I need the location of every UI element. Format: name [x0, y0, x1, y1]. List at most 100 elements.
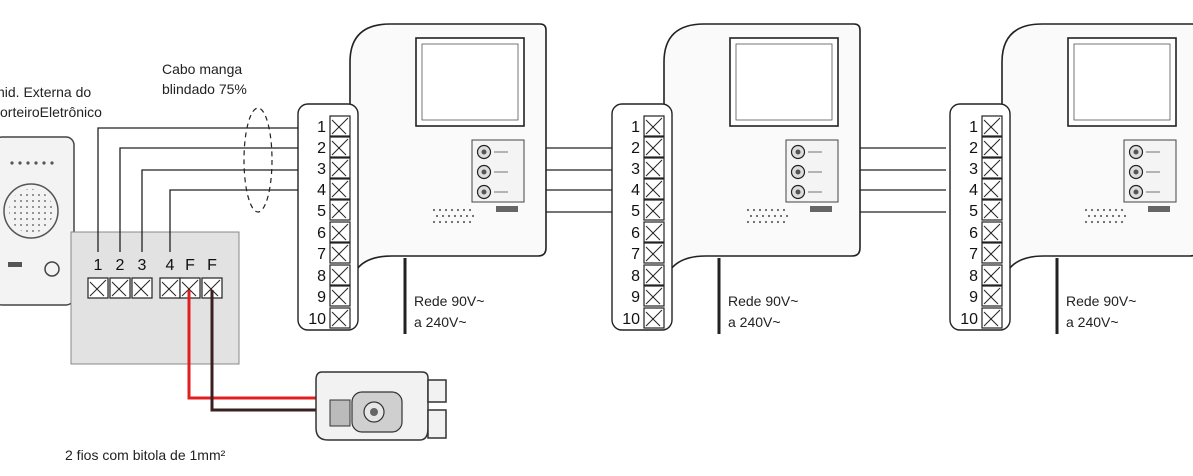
monitor-terminal-screw [981, 264, 1003, 286]
monitor-speaker-grille [432, 208, 475, 224]
junction-terminal-label: 4 [166, 257, 175, 274]
monitor-terminal-label: 6 [969, 225, 978, 242]
monitor-terminal-screw [643, 136, 665, 158]
monitor-terminal-screw [643, 157, 665, 179]
wire-4 [169, 189, 316, 252]
power-label-line2: a 240V~ [1066, 314, 1119, 330]
junction-terminal-screw [179, 277, 201, 299]
power-label-line1: Rede 90V~ [414, 293, 484, 309]
junction-terminal-screw [131, 277, 153, 299]
monitor-terminal-label: 4 [317, 182, 326, 199]
wire-3 [141, 169, 316, 252]
brand-logo-icon [1148, 206, 1170, 212]
brand-logo-icon [496, 206, 518, 212]
monitor-terminal-screw [329, 157, 351, 179]
wires-note: 2 fios com bitola de 1mm² [65, 447, 226, 463]
monitor-terminal-label: 5 [969, 203, 978, 220]
monitor-terminal-screw [329, 178, 351, 200]
outdoor-unit-label-line2: orteiroEletrônico [0, 104, 102, 120]
monitor-terminal-label: 3 [631, 161, 640, 178]
monitor-terminal-label: 4 [969, 182, 978, 199]
monitor-terminal-screw [329, 115, 351, 137]
monitor-terminal-screw [329, 221, 351, 243]
outdoor-station-dots [10, 161, 54, 165]
monitor-speaker-grille [1084, 208, 1127, 224]
monitor-terminal-label: 8 [969, 268, 978, 285]
monitor-screen [415, 37, 525, 127]
monitor-terminal-label: 10 [622, 311, 640, 328]
monitor-terminal-screw [643, 115, 665, 137]
monitor-terminal-screw [643, 221, 665, 243]
monitor-terminal-screw [981, 307, 1003, 329]
monitor-terminal-label: 9 [969, 289, 978, 306]
monitor-terminal-screw [981, 221, 1003, 243]
monitor-terminal-screw [981, 136, 1003, 158]
cable-label-line2: blindado 75% [162, 81, 247, 97]
junction-to-monitor-wires [97, 127, 316, 252]
junction-terminal-label: F [185, 257, 195, 274]
monitor-terminal-label: 3 [317, 161, 326, 178]
monitor-terminal-screw [643, 242, 665, 264]
outdoor-station [0, 136, 75, 306]
power-label-line2: a 240V~ [728, 314, 781, 330]
monitor-terminal-label: 7 [317, 246, 326, 263]
cable-shield-marker [243, 107, 273, 213]
junction-terminal-label: 1 [94, 257, 103, 274]
monitor-terminal-screw [643, 307, 665, 329]
electric-lock [315, 371, 447, 441]
monitor-terminal-screw [981, 115, 1003, 137]
red-wire [187, 290, 316, 400]
power-label-line1: Rede 90V~ [1066, 293, 1136, 309]
monitor-terminal-label: 5 [317, 203, 326, 220]
dark-wire [210, 290, 316, 412]
monitor-terminal-label: 1 [631, 119, 640, 136]
junction-terminal-screw [109, 277, 131, 299]
monitor-terminal-label: 8 [317, 268, 326, 285]
power-label-line2: a 240V~ [414, 314, 467, 330]
wire-2 [119, 147, 316, 252]
outdoor-station-speaker [3, 183, 59, 239]
monitor-terminal-screw [329, 285, 351, 307]
junction-terminal-label: 2 [116, 257, 125, 274]
indoor-monitor: 1 2 3 4 5 6 7 8 9 10 Rede 90V~ a 240V~ [297, 23, 547, 334]
outdoor-unit-label-line1: nid. Externa do [0, 84, 91, 100]
monitor-terminal-screw [643, 285, 665, 307]
cable-label-line1: Cabo manga [162, 61, 242, 77]
junction-terminal-label: 3 [138, 257, 147, 274]
monitor-terminal-screw [329, 264, 351, 286]
monitor-terminal-label: 1 [317, 119, 326, 136]
monitor-terminal-screw [643, 199, 665, 221]
monitor-terminal-screw [643, 264, 665, 286]
power-label-line1: Rede 90V~ [728, 293, 798, 309]
monitor-terminal-screw [981, 242, 1003, 264]
monitor-terminal-screw [981, 178, 1003, 200]
monitor-terminal-screw [329, 199, 351, 221]
monitor-screen [1067, 37, 1177, 127]
monitor-terminal-label: 2 [631, 140, 640, 157]
monitor-terminal-screw [981, 285, 1003, 307]
monitor-terminal-screw [643, 178, 665, 200]
monitor-terminal-label: 2 [317, 140, 326, 157]
monitor-terminal-screw [981, 199, 1003, 221]
wire-1 [97, 127, 316, 252]
monitor-terminal-label: 3 [969, 161, 978, 178]
monitor-speaker-grille [746, 208, 789, 224]
monitor-terminal-label: 2 [969, 140, 978, 157]
monitor-terminal-label: 6 [317, 225, 326, 242]
junction-terminal-screw [159, 277, 181, 299]
monitor-terminal-label: 9 [317, 289, 326, 306]
call-button-icon [44, 261, 60, 277]
monitor-terminal-label: 10 [308, 311, 326, 328]
junction-terminal-screw [87, 277, 109, 299]
monitor-terminal-label: 9 [631, 289, 640, 306]
monitor-terminal-label: 4 [631, 182, 640, 199]
monitor-terminal-label: 5 [631, 203, 640, 220]
monitor-terminal-screw [329, 136, 351, 158]
brand-logo-icon [810, 206, 832, 212]
